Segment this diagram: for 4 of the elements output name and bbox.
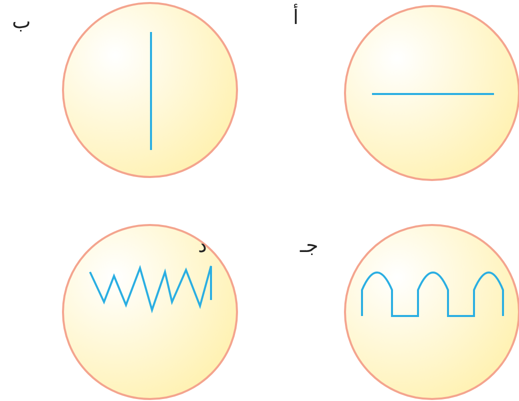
panel-letter: جـ <box>300 232 318 259</box>
panel-letter: د <box>198 232 207 259</box>
panel-letter: أ <box>293 2 299 31</box>
panel-letter: ب <box>12 8 31 35</box>
